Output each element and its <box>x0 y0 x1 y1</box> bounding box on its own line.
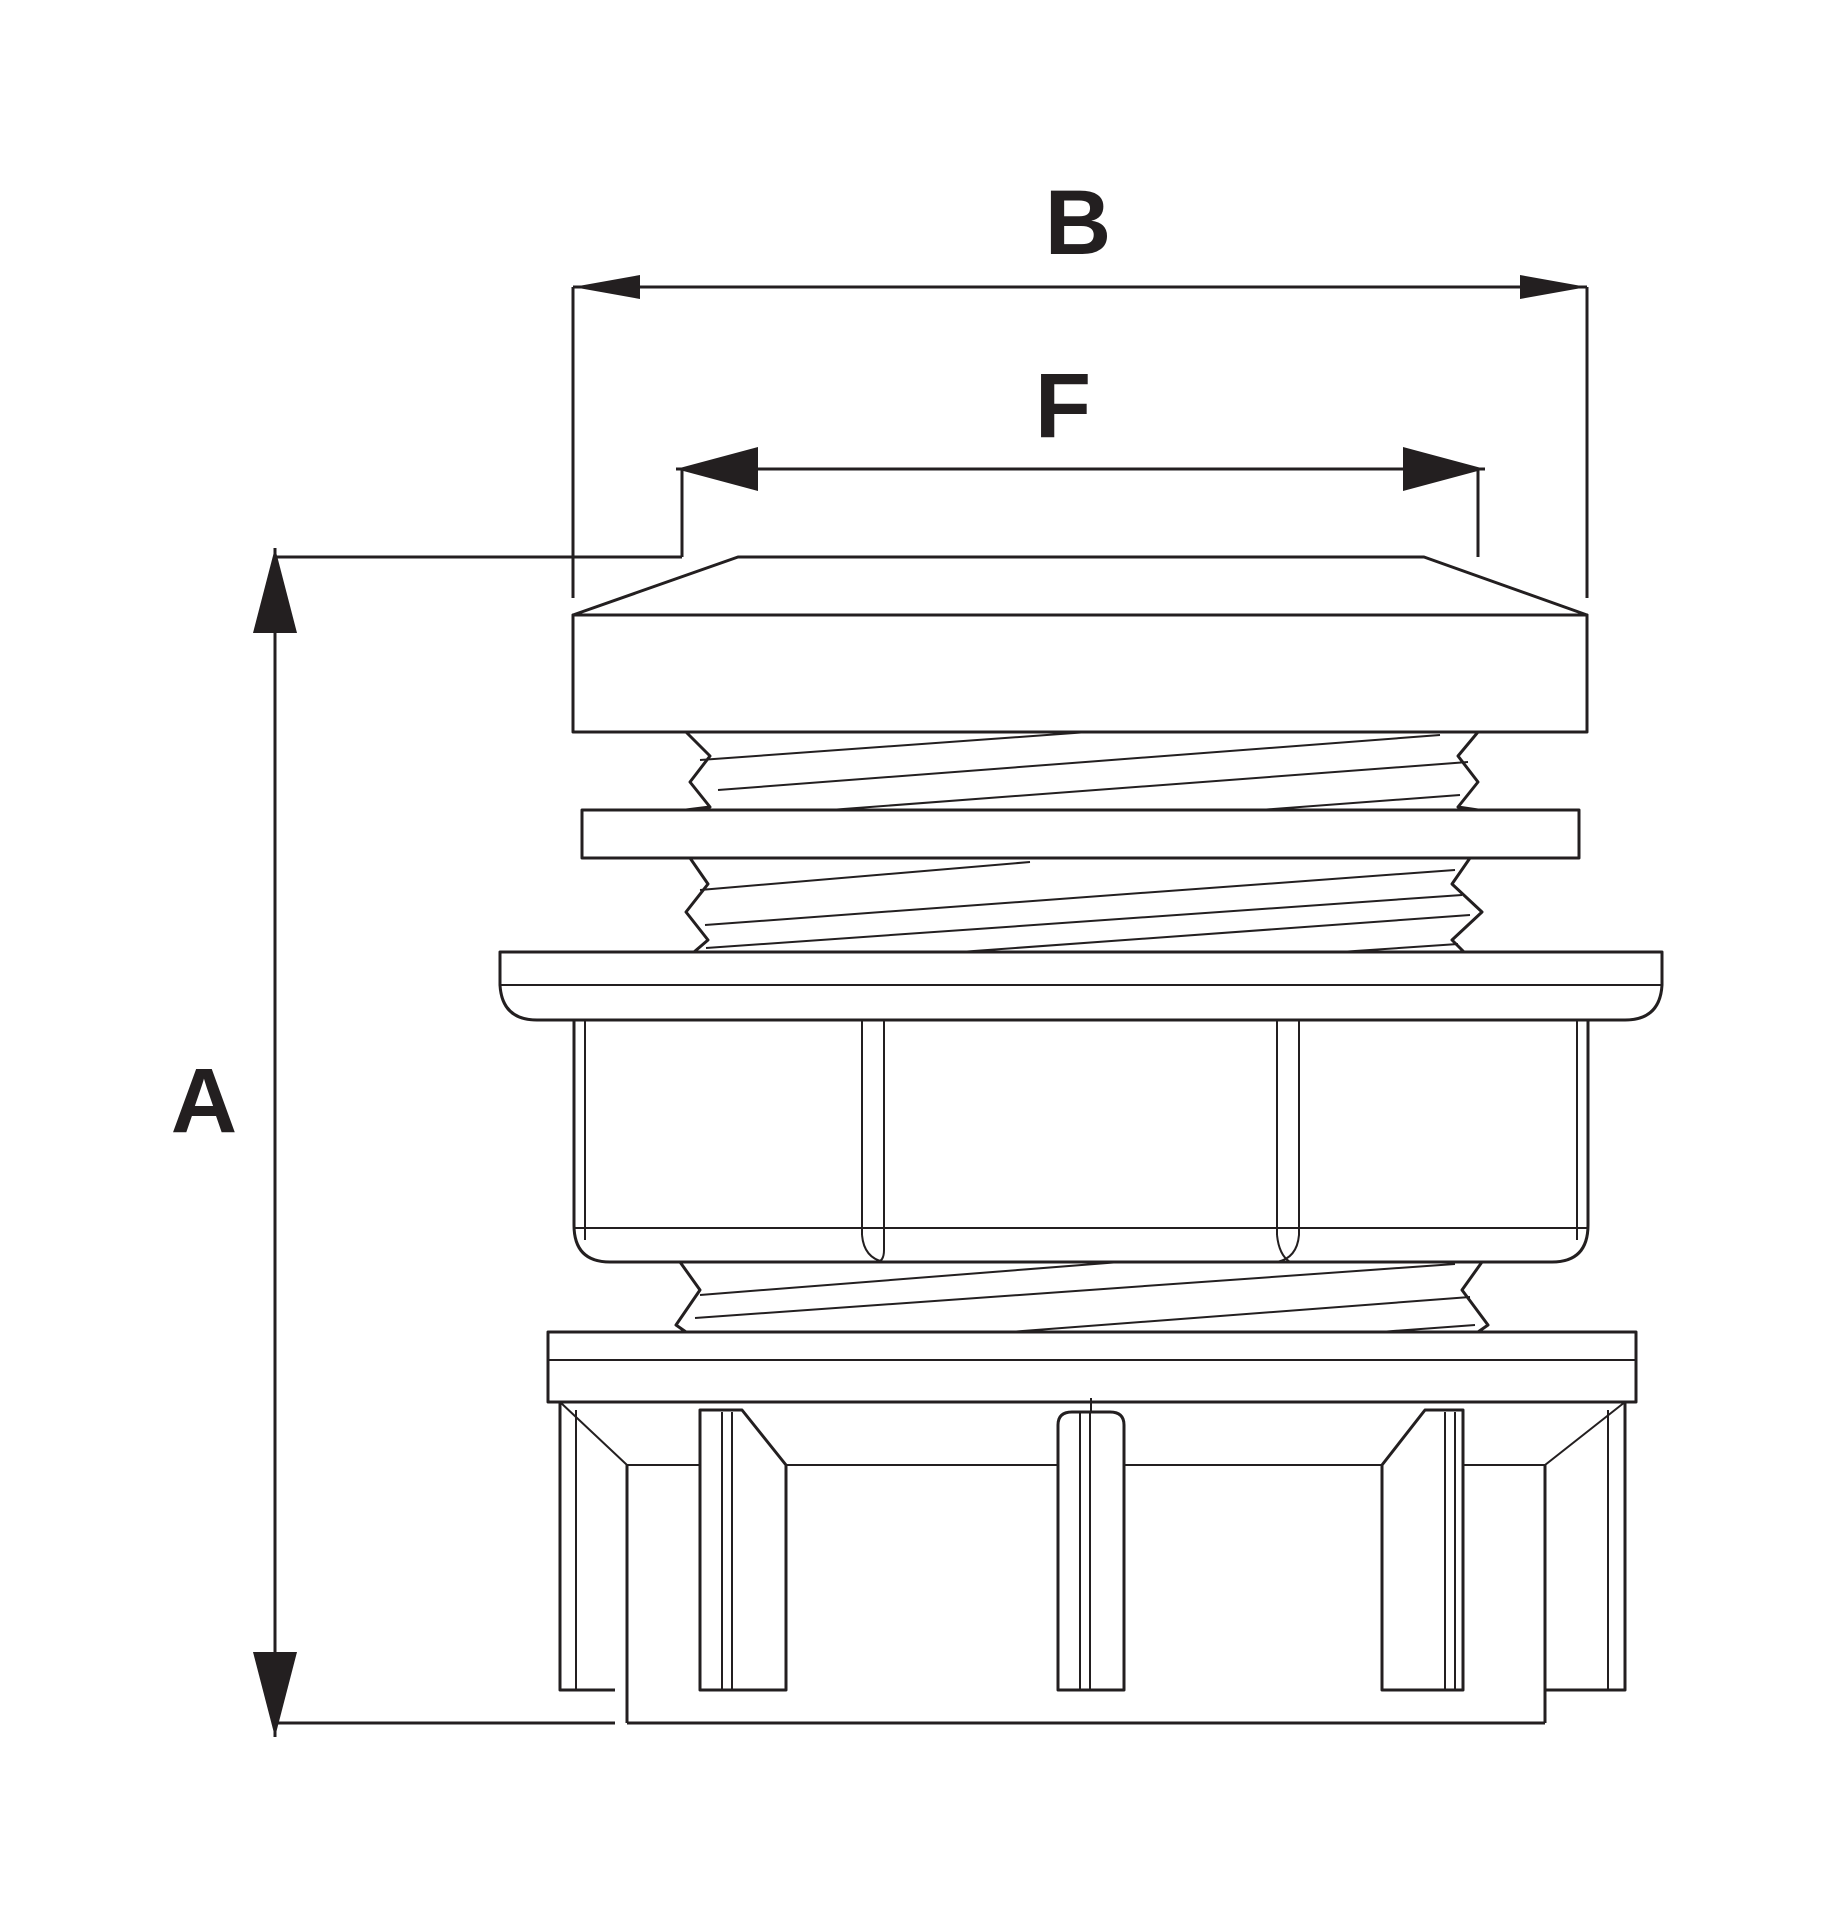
lower-thread-helix-1 <box>699 1261 1121 1296</box>
cap-chamfer <box>571 555 1589 617</box>
middle-thread-helix-3 <box>705 894 1463 949</box>
washer <box>580 808 1581 860</box>
hex-nut <box>572 1020 1590 1264</box>
dim-f-arrow-left <box>676 447 758 491</box>
dim-a-label: A <box>171 1050 237 1152</box>
lower-thread <box>674 1260 1490 1334</box>
upper-thread-helix-2 <box>717 734 1441 791</box>
dimension-a: A <box>171 548 682 1737</box>
middle-thread-helix-4 <box>959 914 1471 953</box>
base-right-outer-tab <box>1545 1402 1627 1692</box>
hex-edge-2b <box>875 1020 885 1263</box>
dim-a-arrow-top <box>253 548 297 633</box>
dim-a-arrow-bottom <box>253 1652 297 1737</box>
upper-thread-right-profile <box>1456 731 1480 812</box>
lower-thread-helix-3 <box>1009 1296 1471 1333</box>
lower-thread-helix-2 <box>694 1263 1456 1319</box>
middle-thread-helix-2 <box>704 869 1456 926</box>
base-left-outer-tab <box>558 1402 615 1692</box>
hex-edge-3b <box>1276 1020 1300 1263</box>
lower-thread-right-profile <box>1460 1260 1490 1334</box>
dim-f-arrow-right <box>1403 447 1485 491</box>
dimension-f: F <box>676 355 1485 557</box>
upper-thread <box>684 730 1480 812</box>
locknut-collar <box>498 950 1664 1022</box>
collar-rim <box>498 950 1664 1022</box>
base-right-chamfer <box>1463 1401 1626 1466</box>
middle-thread <box>684 857 1484 954</box>
upper-thread-helix-3 <box>829 761 1469 811</box>
upper-thread-left-profile <box>684 730 712 812</box>
dim-f-label: F <box>1035 355 1091 457</box>
dim-b-arrow-right <box>1520 275 1587 299</box>
base-slot-tab-left <box>698 1408 788 1692</box>
bottom-flange <box>546 1330 1638 1404</box>
hex-edge-3c <box>1276 1234 1291 1263</box>
hex-edge-2c <box>861 1234 885 1263</box>
top-cap <box>571 555 1589 734</box>
base-slot-tab-center <box>1056 1410 1126 1692</box>
hex-nut-outline <box>572 1020 1590 1264</box>
middle-thread-helix-1 <box>699 861 1031 891</box>
dim-b-arrow-left <box>573 275 640 299</box>
dimension-b: B <box>571 172 1589 598</box>
upper-thread-helix-1 <box>699 731 1089 761</box>
upper-thread-helix-4 <box>1259 794 1461 811</box>
dim-b-label: B <box>1045 172 1111 274</box>
base-left-chamfer <box>559 1401 700 1466</box>
middle-thread-right-profile <box>1450 857 1484 954</box>
middle-thread-left-profile <box>684 857 710 954</box>
bottom-flange-body <box>546 1330 1638 1404</box>
base-slot-tab-right <box>1380 1408 1465 1692</box>
cap-flange <box>571 613 1589 734</box>
lower-thread-left-profile <box>674 1260 702 1334</box>
castellated-base <box>558 1398 1627 1725</box>
